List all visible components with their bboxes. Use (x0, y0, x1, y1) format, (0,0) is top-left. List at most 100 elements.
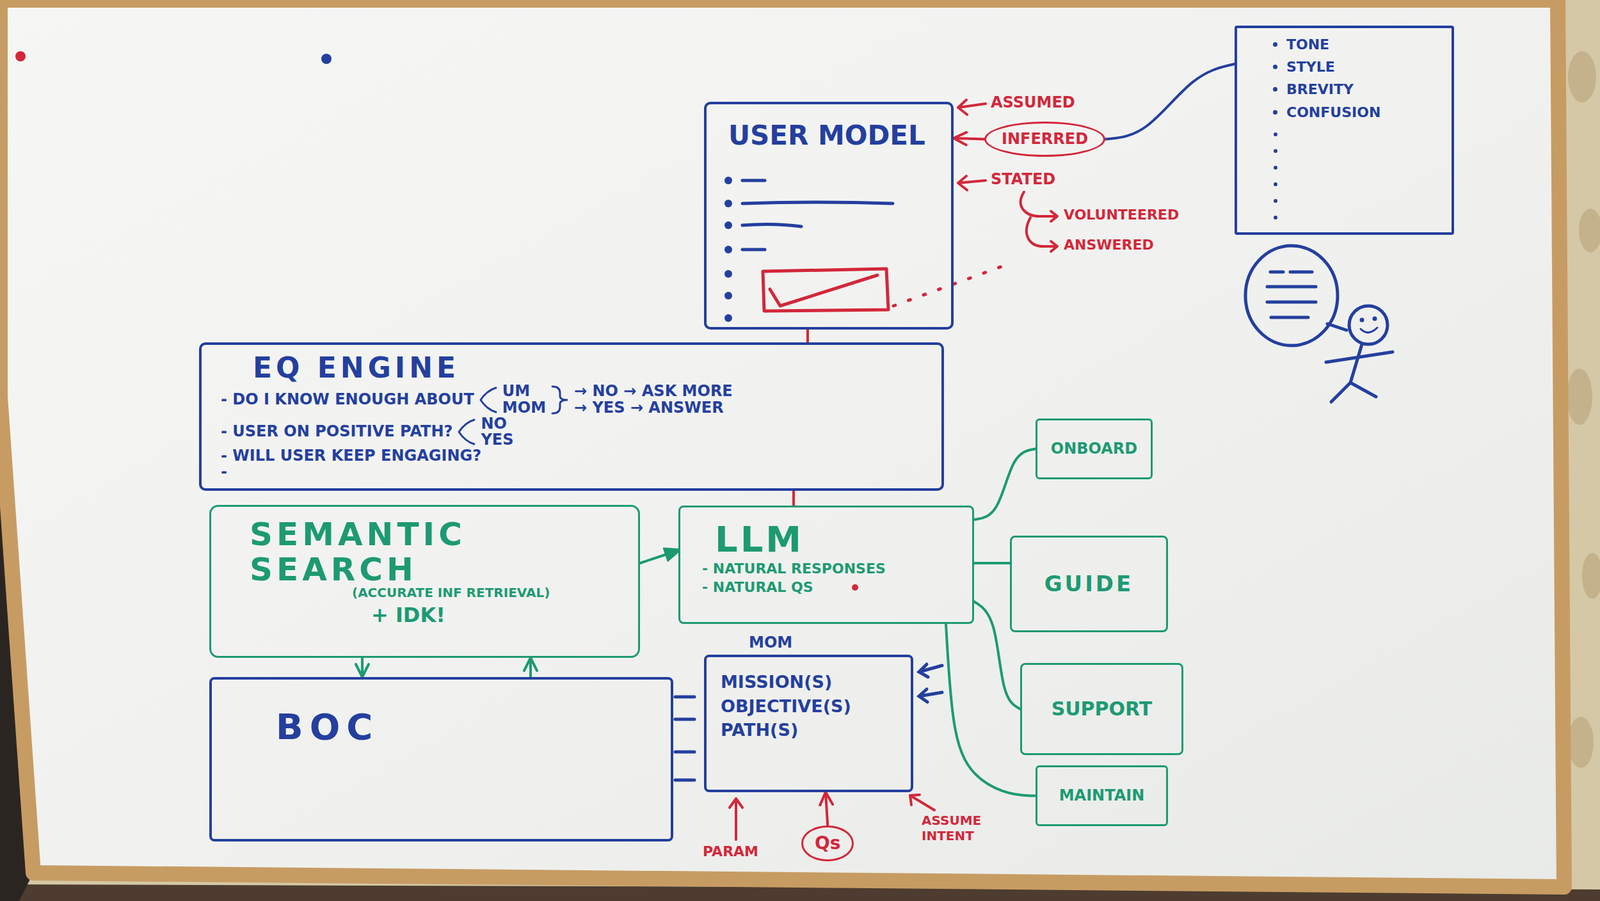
ellipsis-dot (1273, 215, 1278, 220)
text-row: - (220, 464, 923, 480)
bullet-dash (742, 202, 893, 204)
leader-arrow (910, 794, 935, 811)
figure-eye (1360, 318, 1365, 323)
bullet-dot (1272, 64, 1278, 70)
process-box: LLM- NATURAL RESPONSES- NATURAL QS (678, 505, 975, 624)
checkmark (769, 275, 878, 306)
bullet-dot (724, 291, 733, 300)
box-text: - NATURAL QS (702, 578, 814, 598)
box-text: NO (480, 416, 514, 432)
text-row: - WILL USER KEEP ENGAGING? (220, 448, 923, 464)
figure-eye (1372, 316, 1378, 322)
circled-label: Qs (801, 825, 854, 862)
bullet-dot (724, 314, 733, 322)
box-text: BOC (275, 705, 607, 749)
leader-arrow (958, 99, 986, 115)
ellipsis-dot (1273, 182, 1278, 187)
bubble-tail (1327, 323, 1347, 331)
list-row: BREVITY (1272, 78, 1439, 101)
box-text: OBJECTIVE(S) (720, 694, 897, 719)
stick-figure (1245, 245, 1393, 402)
box-text: - NATURAL RESPONSES (702, 560, 957, 579)
figure-eyes (1360, 316, 1378, 323)
box-text: MAINTAIN (1059, 786, 1145, 806)
mom-box: MOMMISSION(S)OBJECTIVE(S)PATH(S) (704, 633, 914, 793)
box-text: GUIDE (1044, 570, 1135, 598)
box-heading: MOM (748, 633, 914, 653)
marker-dot (321, 53, 332, 64)
bracket-stroke (480, 387, 496, 413)
bullet-dash (742, 248, 765, 252)
inbound-arrow (919, 689, 943, 703)
list-continuation-dots (1273, 132, 1278, 220)
tick (675, 695, 695, 699)
box-text: Qs (814, 832, 841, 855)
box-text: MISSION(S) (720, 670, 897, 695)
bracket-stroke (458, 419, 475, 445)
inbound-arrow (919, 664, 943, 678)
speech-bubble (1245, 245, 1338, 346)
connector (945, 624, 1036, 797)
annotation-label: PARAM (702, 843, 759, 861)
annotation-label: ASSUMED (990, 93, 1076, 112)
connector (974, 601, 1021, 710)
process-box: BOC (209, 677, 674, 842)
pattern-leaf (1568, 51, 1597, 103)
split-bracket (456, 416, 477, 448)
whiteboard-frame (0, 0, 1565, 888)
process-box: GUIDE (1009, 535, 1168, 633)
user-model-dots (724, 176, 733, 322)
box-text: - (220, 464, 228, 480)
text-row: - NATURAL QS (695, 578, 957, 598)
bullet-dot (724, 199, 733, 208)
connector (529, 657, 532, 678)
boc-mom-ticks (675, 664, 943, 781)
text-column: → NO → ASK MORE→ YES → ANSWER (574, 383, 733, 416)
annotation-label: STATED (990, 170, 1056, 189)
figure-head (1349, 305, 1388, 345)
bullet-dot (1272, 110, 1278, 115)
box-text: + IDK! (371, 602, 626, 628)
ellipsis-dot (1273, 132, 1278, 137)
user-model-box: USER MODEL (704, 101, 954, 330)
box-heading: EQ ENGINE (252, 352, 460, 384)
bullet-dot (724, 270, 733, 278)
split-bracket (478, 384, 499, 416)
process-box: SUPPORT (1020, 663, 1184, 756)
figure-body (1350, 344, 1362, 383)
text-row: - DO I KNOW ENOUGH ABOUT UMMOM → NO → ASK … (220, 383, 923, 416)
bullet-dash (742, 224, 802, 227)
tick (675, 778, 695, 783)
connector (953, 138, 985, 139)
branch-bracket (1026, 217, 1058, 252)
ellipsis-dot (1273, 165, 1278, 170)
checkbox-sketch (762, 264, 1007, 312)
box-text: - WILL USER KEEP ENGAGING? (220, 448, 482, 464)
box-text: USER MODEL (728, 119, 939, 152)
box-text: YES (480, 432, 514, 448)
tick (675, 718, 695, 722)
box-text: STYLE (1286, 55, 1336, 79)
branch-bracket (1020, 192, 1058, 222)
text-row: EQ ENGINE (220, 352, 923, 384)
box-text: - USER ON POSITIVE PATH? (220, 423, 453, 440)
process-box: SEMANTIC SEARCH(ACCURATE INF RETRIEVAL)+… (209, 504, 640, 658)
annotation-label: VOLUNTEERED (1063, 206, 1179, 224)
box-text: - DO I KNOW ENOUGH ABOUT (220, 391, 475, 408)
text-row: - USER ON POSITIVE PATH? NOYES (220, 416, 923, 448)
leader-arrow (958, 176, 986, 191)
bracket-stroke (552, 386, 568, 414)
mom-outline: MISSION(S)OBJECTIVE(S)PATH(S) (704, 654, 914, 793)
text-column: UMMOM (502, 383, 546, 416)
process-box: ONBOARD (1035, 418, 1153, 480)
box-text: CONFUSION (1286, 101, 1381, 124)
text-column: NOYES (480, 416, 514, 448)
connector (825, 792, 828, 826)
connector (1105, 64, 1235, 139)
box-heading: LLM (714, 519, 957, 560)
connector (974, 561, 1010, 565)
list-row: STYLE (1272, 55, 1439, 79)
connector (806, 329, 809, 343)
